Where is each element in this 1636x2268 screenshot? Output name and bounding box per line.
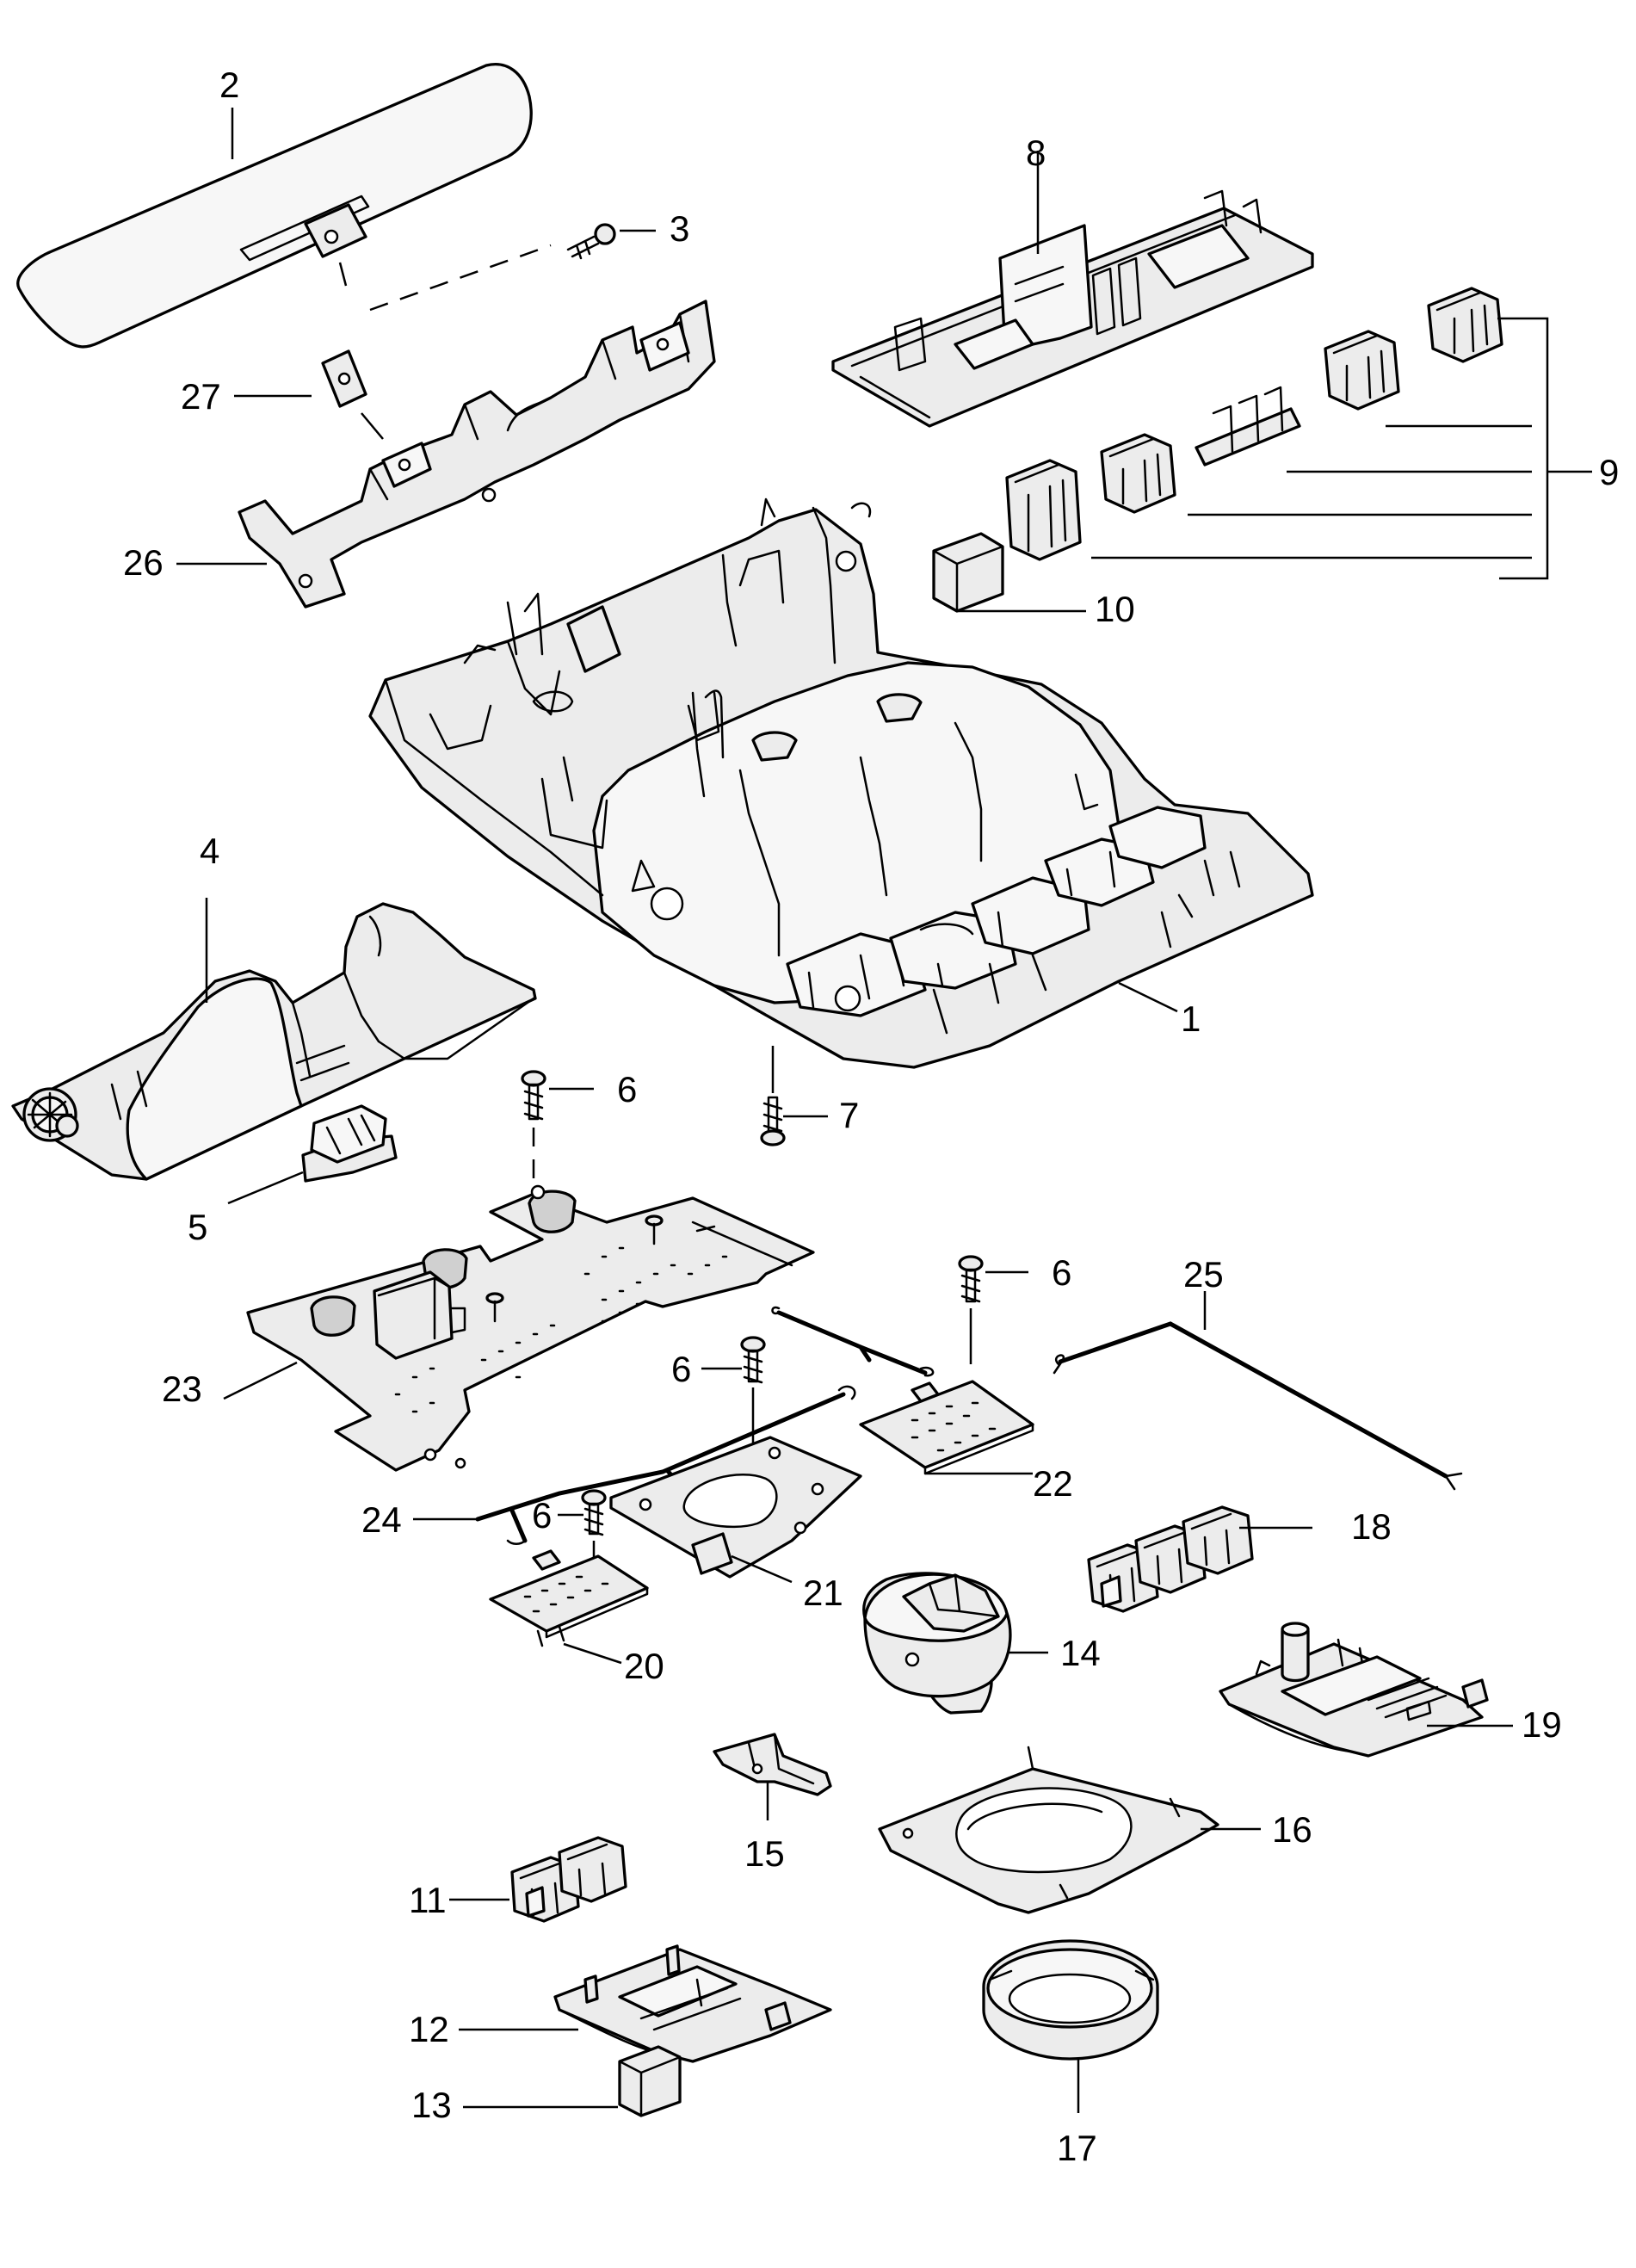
part-26-bracket bbox=[176, 300, 716, 609]
part-25-wire bbox=[1053, 1291, 1463, 1491]
callout-26: 26 bbox=[123, 542, 164, 583]
wire-connector-23-22 bbox=[771, 1306, 935, 1377]
callout-19: 19 bbox=[1522, 1704, 1562, 1745]
callout-11: 11 bbox=[409, 1880, 447, 1920]
callout-8: 8 bbox=[1026, 133, 1046, 173]
callout-15: 15 bbox=[744, 1833, 785, 1874]
part-20-pcb bbox=[489, 1549, 649, 1665]
part-6-screw-d bbox=[558, 1489, 607, 1560]
callout-17: 17 bbox=[1057, 2128, 1097, 2168]
callout-6a: 6 bbox=[617, 1069, 637, 1109]
callout-22: 22 bbox=[1033, 1463, 1073, 1504]
part-8-top-panel bbox=[831, 151, 1314, 428]
part-15-clip bbox=[713, 1733, 832, 1820]
callout-18: 18 bbox=[1351, 1506, 1392, 1547]
part-18-switches bbox=[1087, 1505, 1312, 1613]
callout-14: 14 bbox=[1060, 1633, 1101, 1673]
part-12-panel bbox=[459, 1944, 832, 2063]
callout-20: 20 bbox=[624, 1646, 664, 1686]
part-21-plate bbox=[609, 1436, 862, 1584]
callout-13: 13 bbox=[411, 2085, 452, 2125]
callout-4: 4 bbox=[200, 831, 219, 871]
callout-21: 21 bbox=[803, 1573, 843, 1613]
callout-1: 1 bbox=[1181, 998, 1201, 1039]
part-13-block bbox=[463, 2045, 682, 2117]
callout-6c: 6 bbox=[671, 1349, 691, 1389]
callout-24: 24 bbox=[361, 1499, 402, 1540]
part-10-block bbox=[932, 532, 1086, 613]
callout-5: 5 bbox=[188, 1207, 207, 1247]
part-17-ring bbox=[982, 1939, 1159, 2113]
callout-2: 2 bbox=[219, 65, 239, 105]
part-9-switches bbox=[1005, 287, 1592, 580]
part-22-pcb bbox=[859, 1380, 1034, 1475]
callout-labels: 1 2 3 4 5 6 6 6 6 7 8 9 10 11 12 13 14 1… bbox=[123, 65, 1619, 2168]
part-27-clip bbox=[234, 349, 384, 440]
callout-12: 12 bbox=[409, 2009, 449, 2049]
part-6-screw-c bbox=[701, 1336, 766, 1446]
callout-16: 16 bbox=[1272, 1809, 1312, 1850]
callout-7: 7 bbox=[839, 1095, 859, 1135]
callout-6d: 6 bbox=[532, 1495, 552, 1536]
part-1-console-housing bbox=[368, 497, 1314, 1069]
callout-25: 25 bbox=[1183, 1254, 1224, 1295]
callout-10: 10 bbox=[1095, 589, 1135, 629]
part-6-screw-b bbox=[958, 1255, 1028, 1364]
callout-3: 3 bbox=[670, 208, 689, 249]
part-23-circuit-board bbox=[223, 1184, 815, 1472]
part-6-screw-a bbox=[521, 1070, 594, 1201]
callout-23: 23 bbox=[162, 1369, 202, 1409]
part-4-cover bbox=[11, 898, 537, 1181]
part-5-connector bbox=[227, 1104, 398, 1205]
part-2-mirror bbox=[16, 63, 552, 349]
part-19-switch-panel bbox=[1219, 1622, 1513, 1758]
callout-9: 9 bbox=[1599, 452, 1619, 492]
callout-6b: 6 bbox=[1052, 1252, 1071, 1293]
part-7-screw bbox=[760, 1046, 828, 1146]
part-3-screw bbox=[566, 223, 656, 260]
part-14-knob bbox=[862, 1572, 1048, 1715]
callout-27: 27 bbox=[181, 376, 221, 417]
part-11-switches bbox=[449, 1836, 627, 1923]
part-16-ring-plate bbox=[878, 1746, 1261, 1914]
